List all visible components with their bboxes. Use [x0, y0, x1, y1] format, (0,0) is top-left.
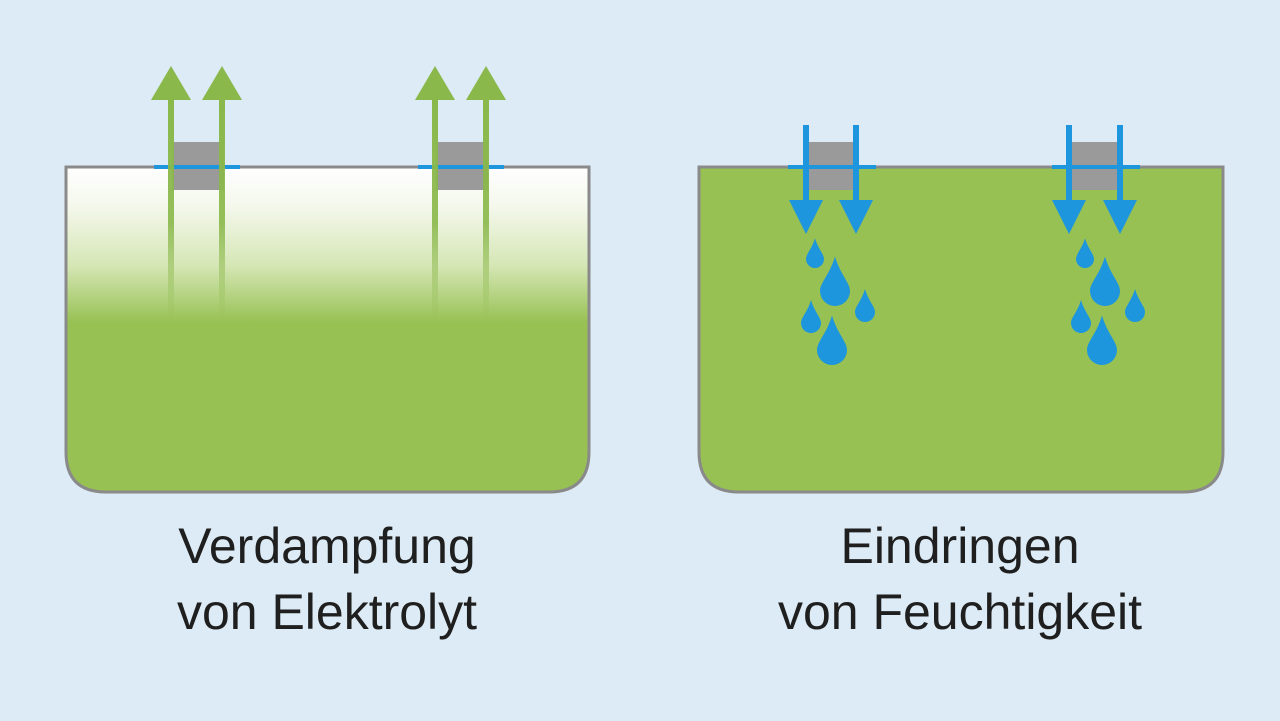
water-droplet-1-5	[817, 315, 847, 365]
evaporation-arrow-1	[151, 66, 191, 326]
electrolyte-vessel-right	[697, 165, 1225, 494]
evaporation-caption-line2: von Elektrolyt	[176, 584, 478, 640]
evaporation-caption: Verdampfung von Elektrolyt	[67, 513, 587, 645]
water-droplet-2-2	[1090, 256, 1120, 306]
moisture-panel	[697, 125, 1225, 494]
water-droplet-1-4	[801, 300, 821, 333]
moisture-caption: Eindringen von Feuchtigkeit	[700, 513, 1220, 645]
seal-right-2	[1052, 142, 1140, 190]
water-droplet-1-3	[855, 289, 875, 322]
moisture-caption-line1: Eindringen	[840, 518, 1080, 574]
moisture-arrow-3	[1052, 125, 1086, 234]
evaporation-arrow-4	[466, 66, 506, 326]
water-droplet-1-1	[806, 238, 824, 268]
water-droplet-2-4	[1071, 300, 1091, 333]
electrolyte-vessel-left	[64, 165, 591, 494]
moisture-caption-line2: von Feuchtigkeit	[777, 584, 1143, 640]
evaporation-arrow-3	[415, 66, 455, 326]
water-droplet-1-2	[820, 256, 850, 306]
water-droplet-2-1	[1076, 238, 1094, 268]
evaporation-panel	[64, 66, 591, 494]
moisture-droplets	[801, 238, 1145, 365]
moisture-arrow-1	[789, 125, 823, 234]
evaporation-arrow-2	[202, 66, 242, 326]
water-droplet-2-5	[1087, 315, 1117, 365]
water-droplet-2-3	[1125, 289, 1145, 322]
seal-right-1	[788, 142, 876, 190]
moisture-arrow-2	[839, 125, 873, 234]
evaporation-caption-line1: Verdampfung	[178, 518, 476, 574]
seal-left-1	[154, 142, 240, 190]
moisture-arrow-4	[1103, 125, 1137, 234]
